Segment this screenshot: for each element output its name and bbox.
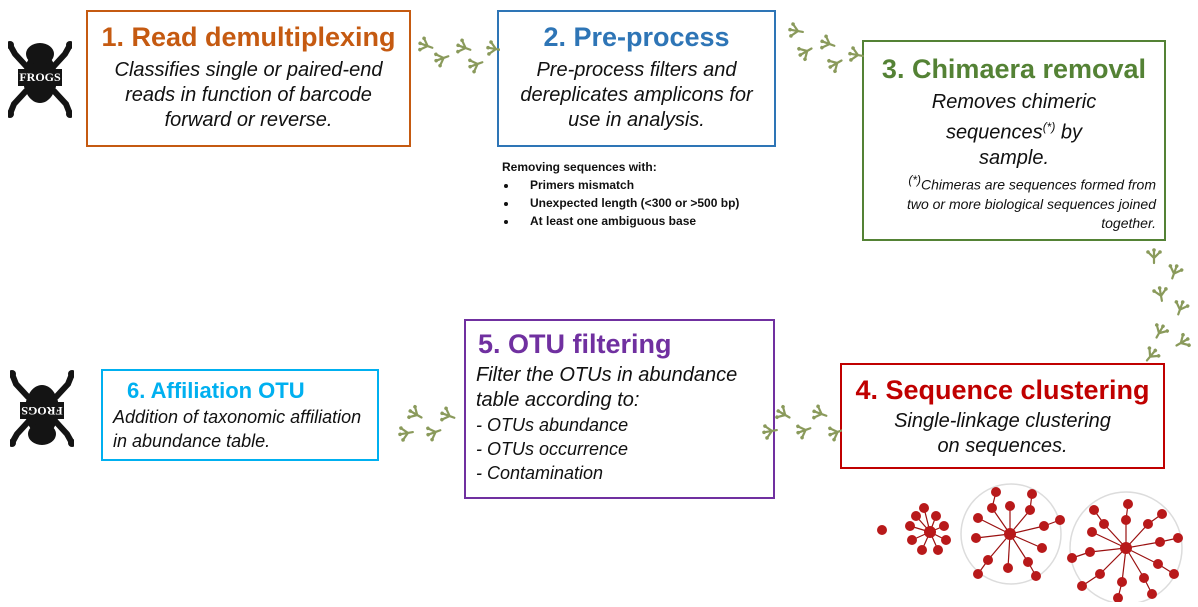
- step-3-description-part1: Removes chimeric sequences: [931, 91, 1097, 144]
- footprints-4-to-5: [752, 398, 847, 451]
- step-4-description: Single-linkage clustering on sequences.: [894, 410, 1111, 457]
- frogs-logo-text: FROGS: [19, 70, 61, 84]
- chimera-footnote-text: Chimeras are sequences formed from two o…: [906, 176, 1156, 231]
- step-5-item: - OTUs occurrence: [476, 439, 629, 459]
- footprints-3-to-4: [1132, 240, 1198, 370]
- step-1-description: Classifies single or paired-end reads in…: [114, 59, 383, 131]
- step-3-description-part2: by sample.: [978, 121, 1083, 169]
- step-1-box: 1. Read demultiplexing Classifies single…: [86, 10, 411, 147]
- step-5-item: - Contamination: [476, 463, 604, 483]
- step-5-item: - OTUs abundance: [476, 415, 629, 435]
- clustering-network-illustration: [868, 478, 1198, 605]
- step-6-title: 6. Affiliation OTU: [127, 378, 305, 403]
- step-4-title: 4. Sequence clustering: [855, 375, 1150, 405]
- removing-sequences-list: Removing sequences with: Primers mismatc…: [502, 158, 792, 230]
- step-4-box: 4. Sequence clustering Single-linkage cl…: [840, 363, 1165, 469]
- removing-item: Unexpected length (<300 or >500 bp): [518, 194, 792, 212]
- removing-item: Primers mismatch: [518, 176, 792, 194]
- footprints-1-to-2: [410, 32, 504, 87]
- step-1-title: 1. Read demultiplexing: [101, 22, 396, 52]
- step-5-description: Filter the OTUs in abundance table accor…: [476, 364, 738, 411]
- frogs-logo-bottom: FROGS: [10, 368, 74, 454]
- step-3-box: 3. Chimaera removal Removes chimeric seq…: [862, 40, 1166, 241]
- removing-heading: Removing sequences with:: [502, 160, 657, 174]
- step-6-description: Addition of taxonomic affiliation in abu…: [113, 407, 362, 451]
- frogs-logo-text: FROGS: [21, 404, 63, 418]
- chimera-footnote: (*)Chimeras are sequences formed from tw…: [890, 171, 1156, 233]
- footprints-5-to-6: [388, 400, 459, 453]
- footnote-marker: (*): [908, 173, 921, 187]
- step-2-box: 2. Pre-process Pre-process filters and d…: [497, 10, 776, 147]
- step-5-box: 5. OTU filtering Filter the OTUs in abun…: [464, 319, 775, 499]
- removing-item: At least one ambiguous base: [518, 212, 792, 230]
- step-6-box: 6. Affiliation OTU Addition of taxonomic…: [101, 369, 379, 461]
- footprints-2-to-3: [780, 18, 866, 83]
- footnote-marker: (*): [1042, 120, 1056, 134]
- step-2-description: Pre-process filters and dereplicates amp…: [520, 59, 753, 131]
- step-2-title: 2. Pre-process: [543, 22, 730, 52]
- step-5-title: 5. OTU filtering: [478, 329, 672, 359]
- step-3-description: Removes chimeric sequences(*) by sample.: [914, 90, 1114, 171]
- step-3-title: 3. Chimaera removal: [881, 54, 1147, 84]
- frogs-logo-top: FROGS: [8, 34, 72, 120]
